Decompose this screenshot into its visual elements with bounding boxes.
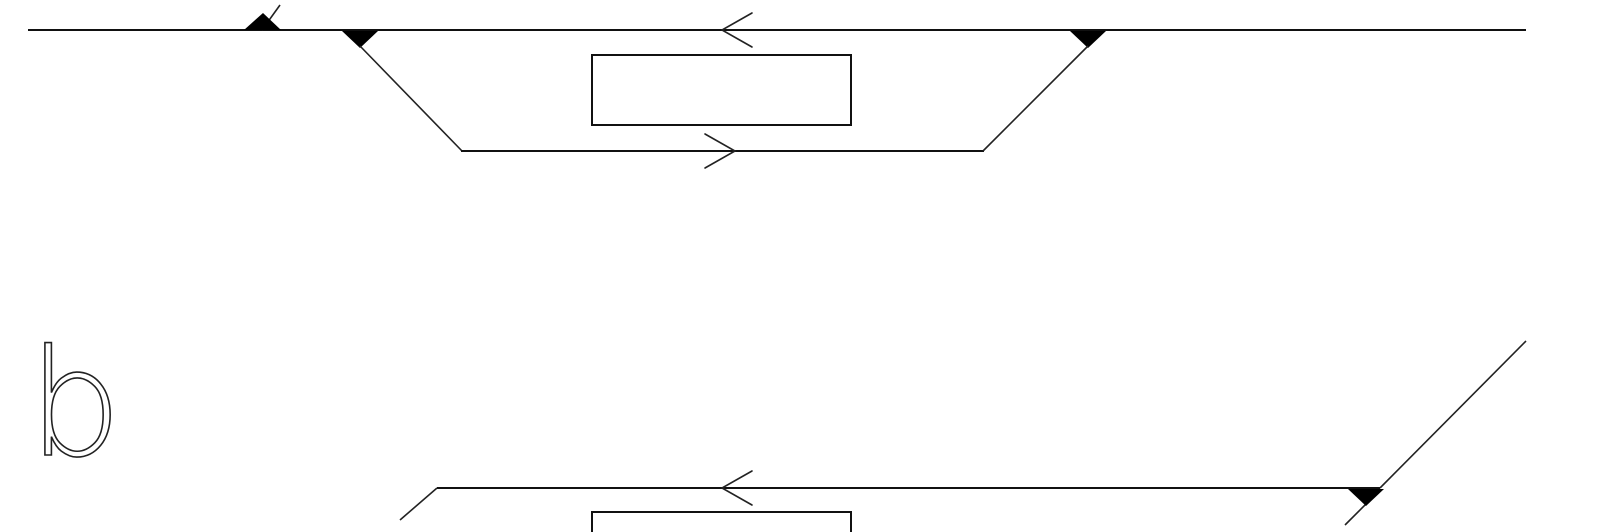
- long-diagonal: [1379, 340, 1527, 489]
- panel-b: [399, 340, 1527, 532]
- upper-direction-arrow-icon: [720, 470, 753, 506]
- switch-far-left-icon: [244, 13, 281, 30]
- main-direction-arrow-icon: [720, 12, 753, 48]
- siding-direction-arrow-icon: [704, 133, 737, 169]
- switch-b-right-icon: [1348, 489, 1384, 506]
- siding-right-diagonal: [982, 45, 1089, 152]
- siding-left-diagonal: [359, 45, 463, 152]
- switch-right-icon: [1070, 31, 1106, 48]
- panel-a: [28, 4, 1526, 169]
- upper-left-diagonal: [399, 487, 438, 521]
- switch-left-icon: [342, 31, 378, 48]
- panel-b-label: b: [27, 318, 123, 490]
- platform-a: [591, 54, 852, 126]
- platform-b: [591, 511, 852, 532]
